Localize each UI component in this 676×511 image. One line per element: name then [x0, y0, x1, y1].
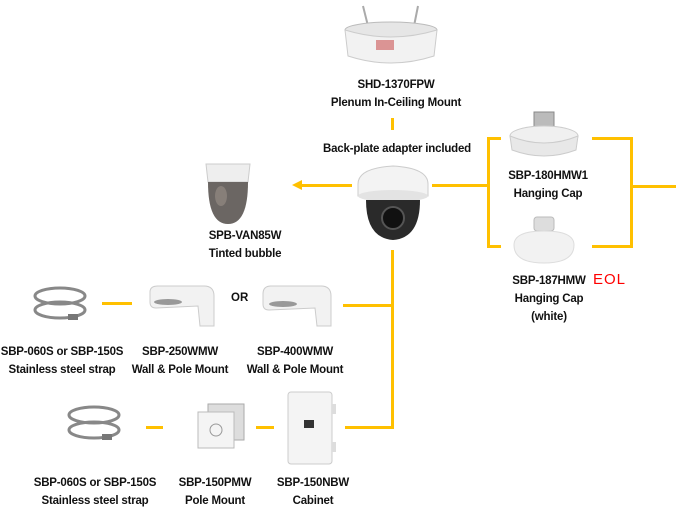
- row1-mount-b-label: SBP-400WMW Wall & Pole Mount: [246, 343, 344, 379]
- bubble-model: SPB-VAN85W: [208, 230, 282, 242]
- cap2-model: SBP-187HMW: [512, 275, 586, 287]
- wall-mount-250-image: [149, 285, 215, 327]
- steel-strap-image: [67, 405, 121, 440]
- plenum-mount-image: [344, 5, 438, 64]
- row2-pole-label: SBP-150PMW Pole Mount: [179, 474, 252, 510]
- dash-strap-mount: [102, 302, 132, 305]
- cap2-desc: Hanging Cap: [514, 293, 584, 305]
- connector-line-offpage: [630, 185, 676, 188]
- pole-mount-image: [197, 403, 245, 449]
- connector-line: [432, 184, 489, 187]
- cap1-model: SBP-180HMW1: [508, 170, 588, 182]
- connector-line-row1: [343, 304, 393, 307]
- row1-mount-b-model: SBP-400WMW: [257, 346, 333, 358]
- connector-line-row2: [345, 426, 393, 429]
- arrow-line-to-bubble: [300, 184, 352, 187]
- backplate-note: Back-plate adapter included: [323, 143, 471, 155]
- cap1-desc: Hanging Cap: [513, 188, 583, 200]
- row2-pole-model: SBP-150PMW: [178, 477, 252, 489]
- hanging-cap-187-image: [513, 216, 575, 264]
- bubble-label: SPB-VAN85W Tinted bubble: [209, 227, 282, 263]
- eol-badge: EOL: [593, 271, 627, 288]
- plenum-desc: Plenum In-Ceiling Mount: [330, 97, 462, 109]
- plenum-label: SHD-1370FPW Plenum In-Ceiling Mount: [331, 76, 461, 112]
- row1-strap-model: SBP-060S or SBP-150S: [0, 346, 124, 358]
- hanging-cap-180-image: [509, 111, 579, 157]
- cabinet-image: [287, 391, 336, 465]
- row2-strap-label: SBP-060S or SBP-150S Stainless steel str…: [34, 474, 157, 510]
- bracket-right: [630, 137, 633, 248]
- plenum-model: SHD-1370FPW: [357, 79, 435, 91]
- bubble-desc: Tinted bubble: [208, 248, 282, 260]
- arrowhead-icon: [292, 180, 302, 190]
- row1-mount-b-desc: Wall & Pole Mount: [246, 364, 344, 376]
- cap1-label: SBP-180HMW1 Hanging Cap: [508, 167, 588, 203]
- cap2-desc2: (white): [531, 311, 567, 323]
- bracket-left-top: [487, 137, 501, 140]
- row2-strap-model: SBP-060S or SBP-150S: [33, 477, 157, 489]
- dash-strap-pole: [146, 426, 163, 429]
- row2-cabinet-desc: Cabinet: [292, 495, 334, 507]
- row2-cabinet-model: SBP-150NBW: [276, 477, 350, 489]
- or-text: OR: [231, 292, 249, 304]
- row1-mount-a-desc: Wall & Pole Mount: [131, 364, 229, 376]
- connector-line: [391, 118, 394, 130]
- bracket-left-bottom: [487, 245, 501, 248]
- steel-strap-image: [33, 286, 87, 320]
- row2-pole-desc: Pole Mount: [185, 495, 245, 507]
- row1-mount-a-label: SBP-250WMW Wall & Pole Mount: [131, 343, 229, 379]
- dash-pole-cabinet: [256, 426, 274, 429]
- row1-strap-desc: Stainless steel strap: [8, 364, 116, 376]
- row2-strap-desc: Stainless steel strap: [41, 495, 149, 507]
- cap2-label: SBP-187HMW Hanging Cap (white): [512, 272, 586, 326]
- bracket-right-bottom: [592, 245, 632, 248]
- wall-mount-400-image: [262, 285, 332, 327]
- bracket-left: [487, 137, 490, 248]
- dome-camera-image: [357, 165, 429, 240]
- row1-strap-label: SBP-060S or SBP-150S Stainless steel str…: [1, 343, 124, 379]
- tinted-bubble-image: [205, 163, 251, 224]
- bracket-right-top: [592, 137, 632, 140]
- row2-cabinet-label: SBP-150NBW Cabinet: [277, 474, 349, 510]
- vertical-trunk-line: [391, 250, 394, 429]
- row1-mount-a-model: SBP-250WMW: [142, 346, 218, 358]
